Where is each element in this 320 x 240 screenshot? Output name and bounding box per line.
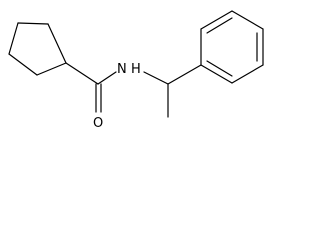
methine-phenyl-bond	[167, 64, 202, 85]
ring-bond	[231, 64, 264, 84]
ring-bond	[8, 22, 19, 55]
carbonyl-double-bond	[95, 83, 102, 113]
amide-hydrogen-label: H	[131, 62, 141, 77]
carbonyl-oxygen-label: O	[93, 116, 103, 131]
ring-bond	[200, 10, 233, 30]
ring-bond	[36, 62, 67, 76]
ring-bond	[17, 22, 49, 25]
amide-nitrogen-label: N	[117, 62, 127, 77]
cyclopentane-ring	[8, 22, 67, 76]
chemical-structure-diagram: N H O	[8, 10, 264, 131]
benzene-ring	[200, 10, 264, 84]
ring-bond	[47, 23, 67, 64]
nitrogen-methine-bond	[143, 71, 169, 85]
ring-bond	[200, 64, 233, 84]
ring-carbonyl-bond	[65, 62, 99, 85]
carbonyl-nitrogen-bond	[97, 71, 117, 85]
ring-bond	[8, 53, 38, 76]
ring-bond	[231, 10, 264, 30]
aromatic-inner-bond	[206, 60, 233, 77]
aromatic-inner-bond	[206, 17, 233, 34]
